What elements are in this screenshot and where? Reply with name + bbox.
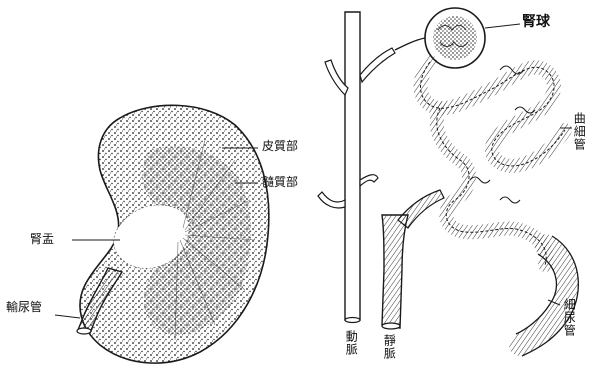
label-medulla: 髓質部: [262, 176, 298, 189]
label-renal-pelvis: 腎盂: [30, 233, 54, 246]
label-cortex: 皮質部: [262, 140, 298, 153]
kidney-section: [77, 105, 269, 363]
label-collecting-tubule: 細尿管: [562, 298, 575, 337]
artery-branch-kidney: [318, 192, 345, 208]
artery-stub: [360, 175, 378, 186]
tubule-descending: [437, 108, 547, 265]
artery-trunk: [345, 12, 360, 320]
label-glomerulus: 腎球: [522, 15, 550, 30]
glomerulus-tuft: [433, 16, 477, 60]
label-convoluted-tubule: 曲細管: [572, 112, 585, 151]
afferent-arteriole: [395, 38, 425, 50]
vein-trunk: [382, 215, 408, 328]
artery-branch-right: [360, 48, 395, 82]
vein-opening: [382, 323, 400, 329]
ureter-end: [77, 328, 91, 334]
label-artery: 動脈: [344, 330, 357, 356]
artery-opening: [345, 318, 360, 323]
label-ureter: 輸尿管: [6, 301, 42, 314]
nephron: [421, 8, 579, 356]
vein-branch: [398, 190, 444, 228]
label-vein: 靜脈: [382, 334, 395, 360]
